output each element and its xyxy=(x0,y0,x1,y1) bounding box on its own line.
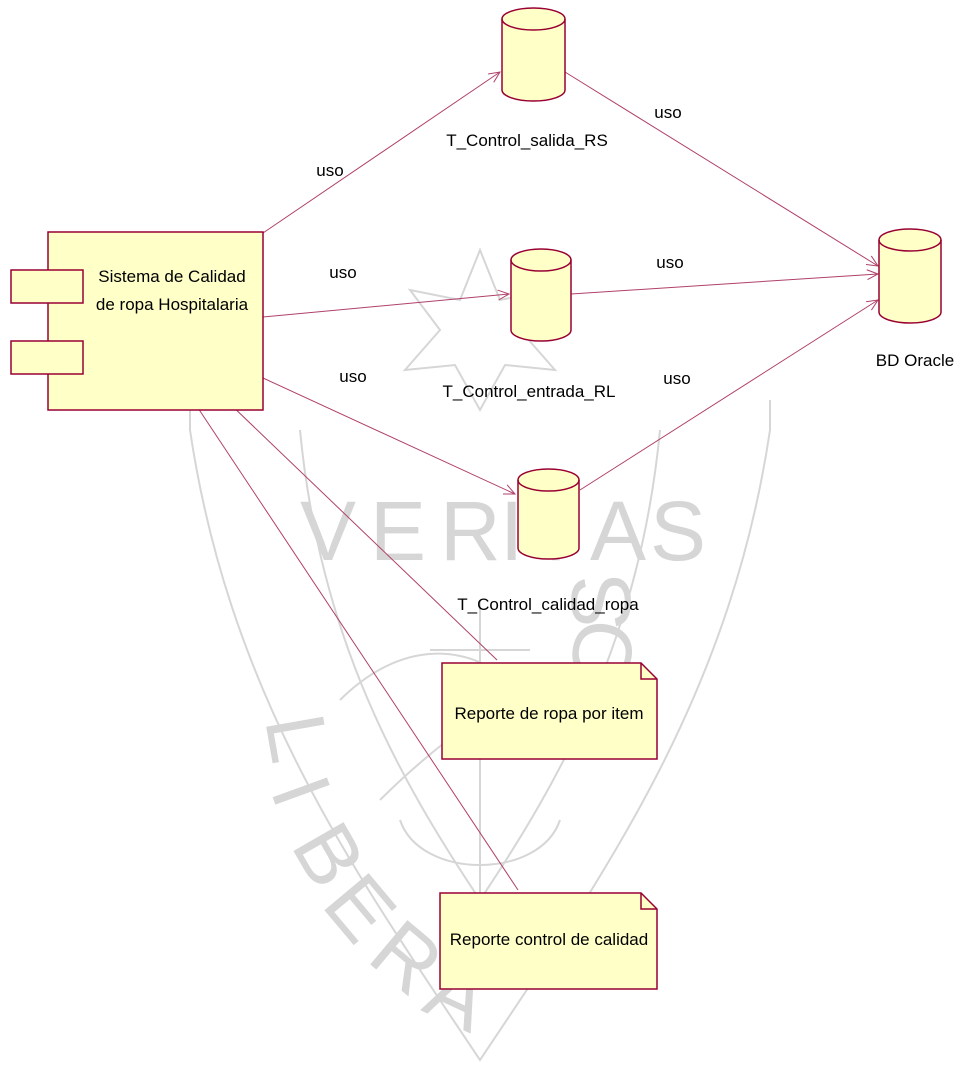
note-fold-corner xyxy=(640,893,657,910)
watermark-letter: A xyxy=(590,484,646,578)
watermark-letter: V xyxy=(300,484,356,578)
component-name-line1: Sistema de Calidad xyxy=(98,267,245,286)
edge-label: uso xyxy=(316,161,343,180)
database-oracle[interactable]: BD Oracle xyxy=(876,228,954,370)
cylinder-rim xyxy=(510,259,572,272)
note-shape[interactable] xyxy=(439,892,658,990)
note-anchor-report2[interactable] xyxy=(197,407,519,891)
watermark-letter: S xyxy=(650,484,706,578)
database-cylinder-icon[interactable] xyxy=(878,228,942,324)
watermark-letter: L xyxy=(247,707,348,769)
note-shape[interactable] xyxy=(441,662,658,760)
component-body[interactable] xyxy=(47,231,264,411)
edge-label: uso xyxy=(663,369,690,388)
table-calidad-label: T_Control_calidad_ropa xyxy=(457,595,639,614)
component-port-bottom xyxy=(10,340,84,375)
table-entrada[interactable]: T_Control_entrada_RL xyxy=(443,248,616,401)
table-entrada-label: T_Control_entrada_RL xyxy=(443,382,616,401)
watermark-letter: R xyxy=(440,484,501,578)
note-fold-corner xyxy=(640,663,657,680)
database-oracle-label: BD Oracle xyxy=(876,351,954,370)
database-cylinder-icon[interactable] xyxy=(510,248,572,342)
cylinder-rim xyxy=(878,239,942,252)
component-port-top xyxy=(10,269,84,304)
note-report1-text: Reporte de ropa por item xyxy=(455,704,644,723)
watermark-letter: S xyxy=(554,574,648,630)
edge-label: uso xyxy=(654,103,681,122)
watermark-shield-outline xyxy=(189,400,771,1062)
edge-system-to-salida[interactable] xyxy=(262,72,500,234)
edge-system-to-calidad[interactable] xyxy=(262,377,515,494)
cylinder-rim xyxy=(517,479,580,492)
table-salida-label: T_Control_salida_RS xyxy=(446,131,608,150)
edge-labels: uso uso uso uso uso uso xyxy=(316,103,690,388)
watermark-letter: E xyxy=(370,484,426,578)
note-anchor-report1[interactable] xyxy=(202,377,498,661)
table-salida[interactable]: T_Control_salida_RS xyxy=(446,7,608,150)
edge-system-to-entrada[interactable] xyxy=(262,294,509,318)
edge-label: uso xyxy=(656,253,683,272)
note-report1[interactable]: Reporte de ropa por item xyxy=(441,662,658,760)
database-cylinder-icon[interactable] xyxy=(517,468,580,560)
edge-entrada-to-oracle[interactable] xyxy=(570,274,878,295)
edge-calidad-to-oracle[interactable] xyxy=(579,300,878,491)
component-name-line2: de ropa Hospitalaria xyxy=(96,295,249,314)
edge-label: uso xyxy=(329,263,356,282)
edge-salida-to-oracle[interactable] xyxy=(564,71,878,266)
edge-label: uso xyxy=(339,367,366,386)
database-cylinder-icon[interactable] xyxy=(501,7,566,102)
note-report2-text: Reporte control de calidad xyxy=(450,930,648,949)
connectors xyxy=(197,71,878,891)
table-calidad[interactable]: T_Control_calidad_ropa xyxy=(457,468,639,614)
component-sistema-calidad[interactable]: Sistema de Calidad de ropa Hospitalaria xyxy=(10,231,264,411)
note-report2[interactable]: Reporte control de calidad xyxy=(439,892,658,990)
cylinder-rim xyxy=(501,18,566,31)
